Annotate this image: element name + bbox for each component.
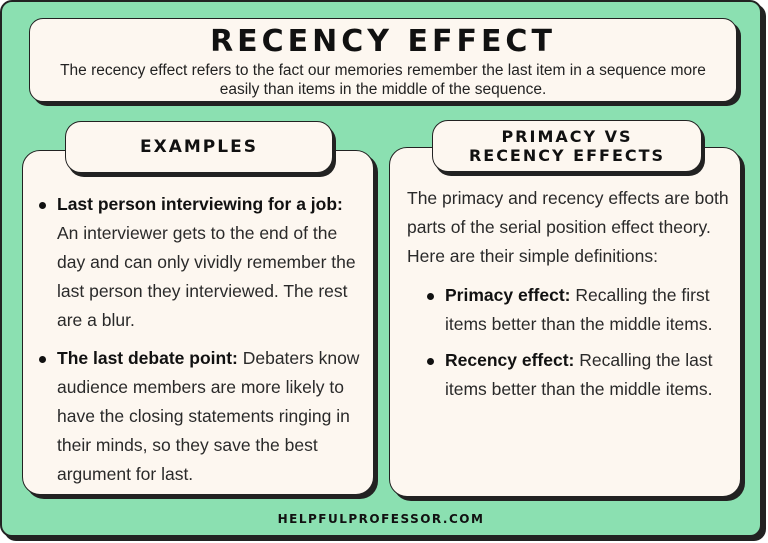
- definition-text: Recalling the last items better than the…: [445, 350, 713, 399]
- examples-heading: EXAMPLES: [65, 121, 333, 173]
- definitions-list: Primacy effect: Recalling the first item…: [407, 281, 737, 404]
- comparison-intro: The primacy and recency effects are both…: [407, 188, 729, 266]
- example-term: Last person interviewing for a job:: [57, 194, 343, 214]
- examples-list: Last person interviewing for a job: An i…: [37, 190, 367, 489]
- list-item: Recency effect: Recalling the last items…: [425, 346, 737, 404]
- example-text: Debaters know audience members are more …: [57, 348, 360, 484]
- list-item: Last person interviewing for a job: An i…: [37, 190, 367, 335]
- comparison-body: The primacy and recency effects are both…: [407, 184, 737, 411]
- example-term: The last debate point:: [57, 348, 238, 368]
- page-subtitle: The recency effect refers to the fact ou…: [60, 62, 706, 98]
- list-item: Primacy effect: Recalling the first item…: [425, 281, 737, 339]
- header-card: RECENCY EFFECT The recency effect refers…: [29, 18, 737, 102]
- examples-list-container: Last person interviewing for a job: An i…: [37, 190, 367, 498]
- examples-heading-text: EXAMPLES: [140, 137, 258, 157]
- examples-panel: [22, 150, 374, 495]
- example-text: An interviewer gets to the end of the da…: [57, 223, 356, 330]
- comparison-panel: [389, 147, 741, 497]
- definition-term: Primacy effect:: [445, 285, 571, 305]
- comparison-heading: PRIMACY VS RECENCY EFFECTS: [432, 120, 702, 172]
- footer-site: HELPFULPROFESSOR.COM: [277, 512, 485, 526]
- definition-term: Recency effect:: [445, 350, 575, 370]
- page-title: RECENCY EFFECT: [210, 24, 556, 59]
- list-item: The last debate point: Debaters know aud…: [37, 344, 367, 489]
- definition-text: Recalling the first items better than th…: [445, 285, 713, 334]
- comparison-heading-line2: RECENCY EFFECTS: [468, 146, 666, 165]
- comparison-heading-line1: PRIMACY VS: [501, 127, 633, 146]
